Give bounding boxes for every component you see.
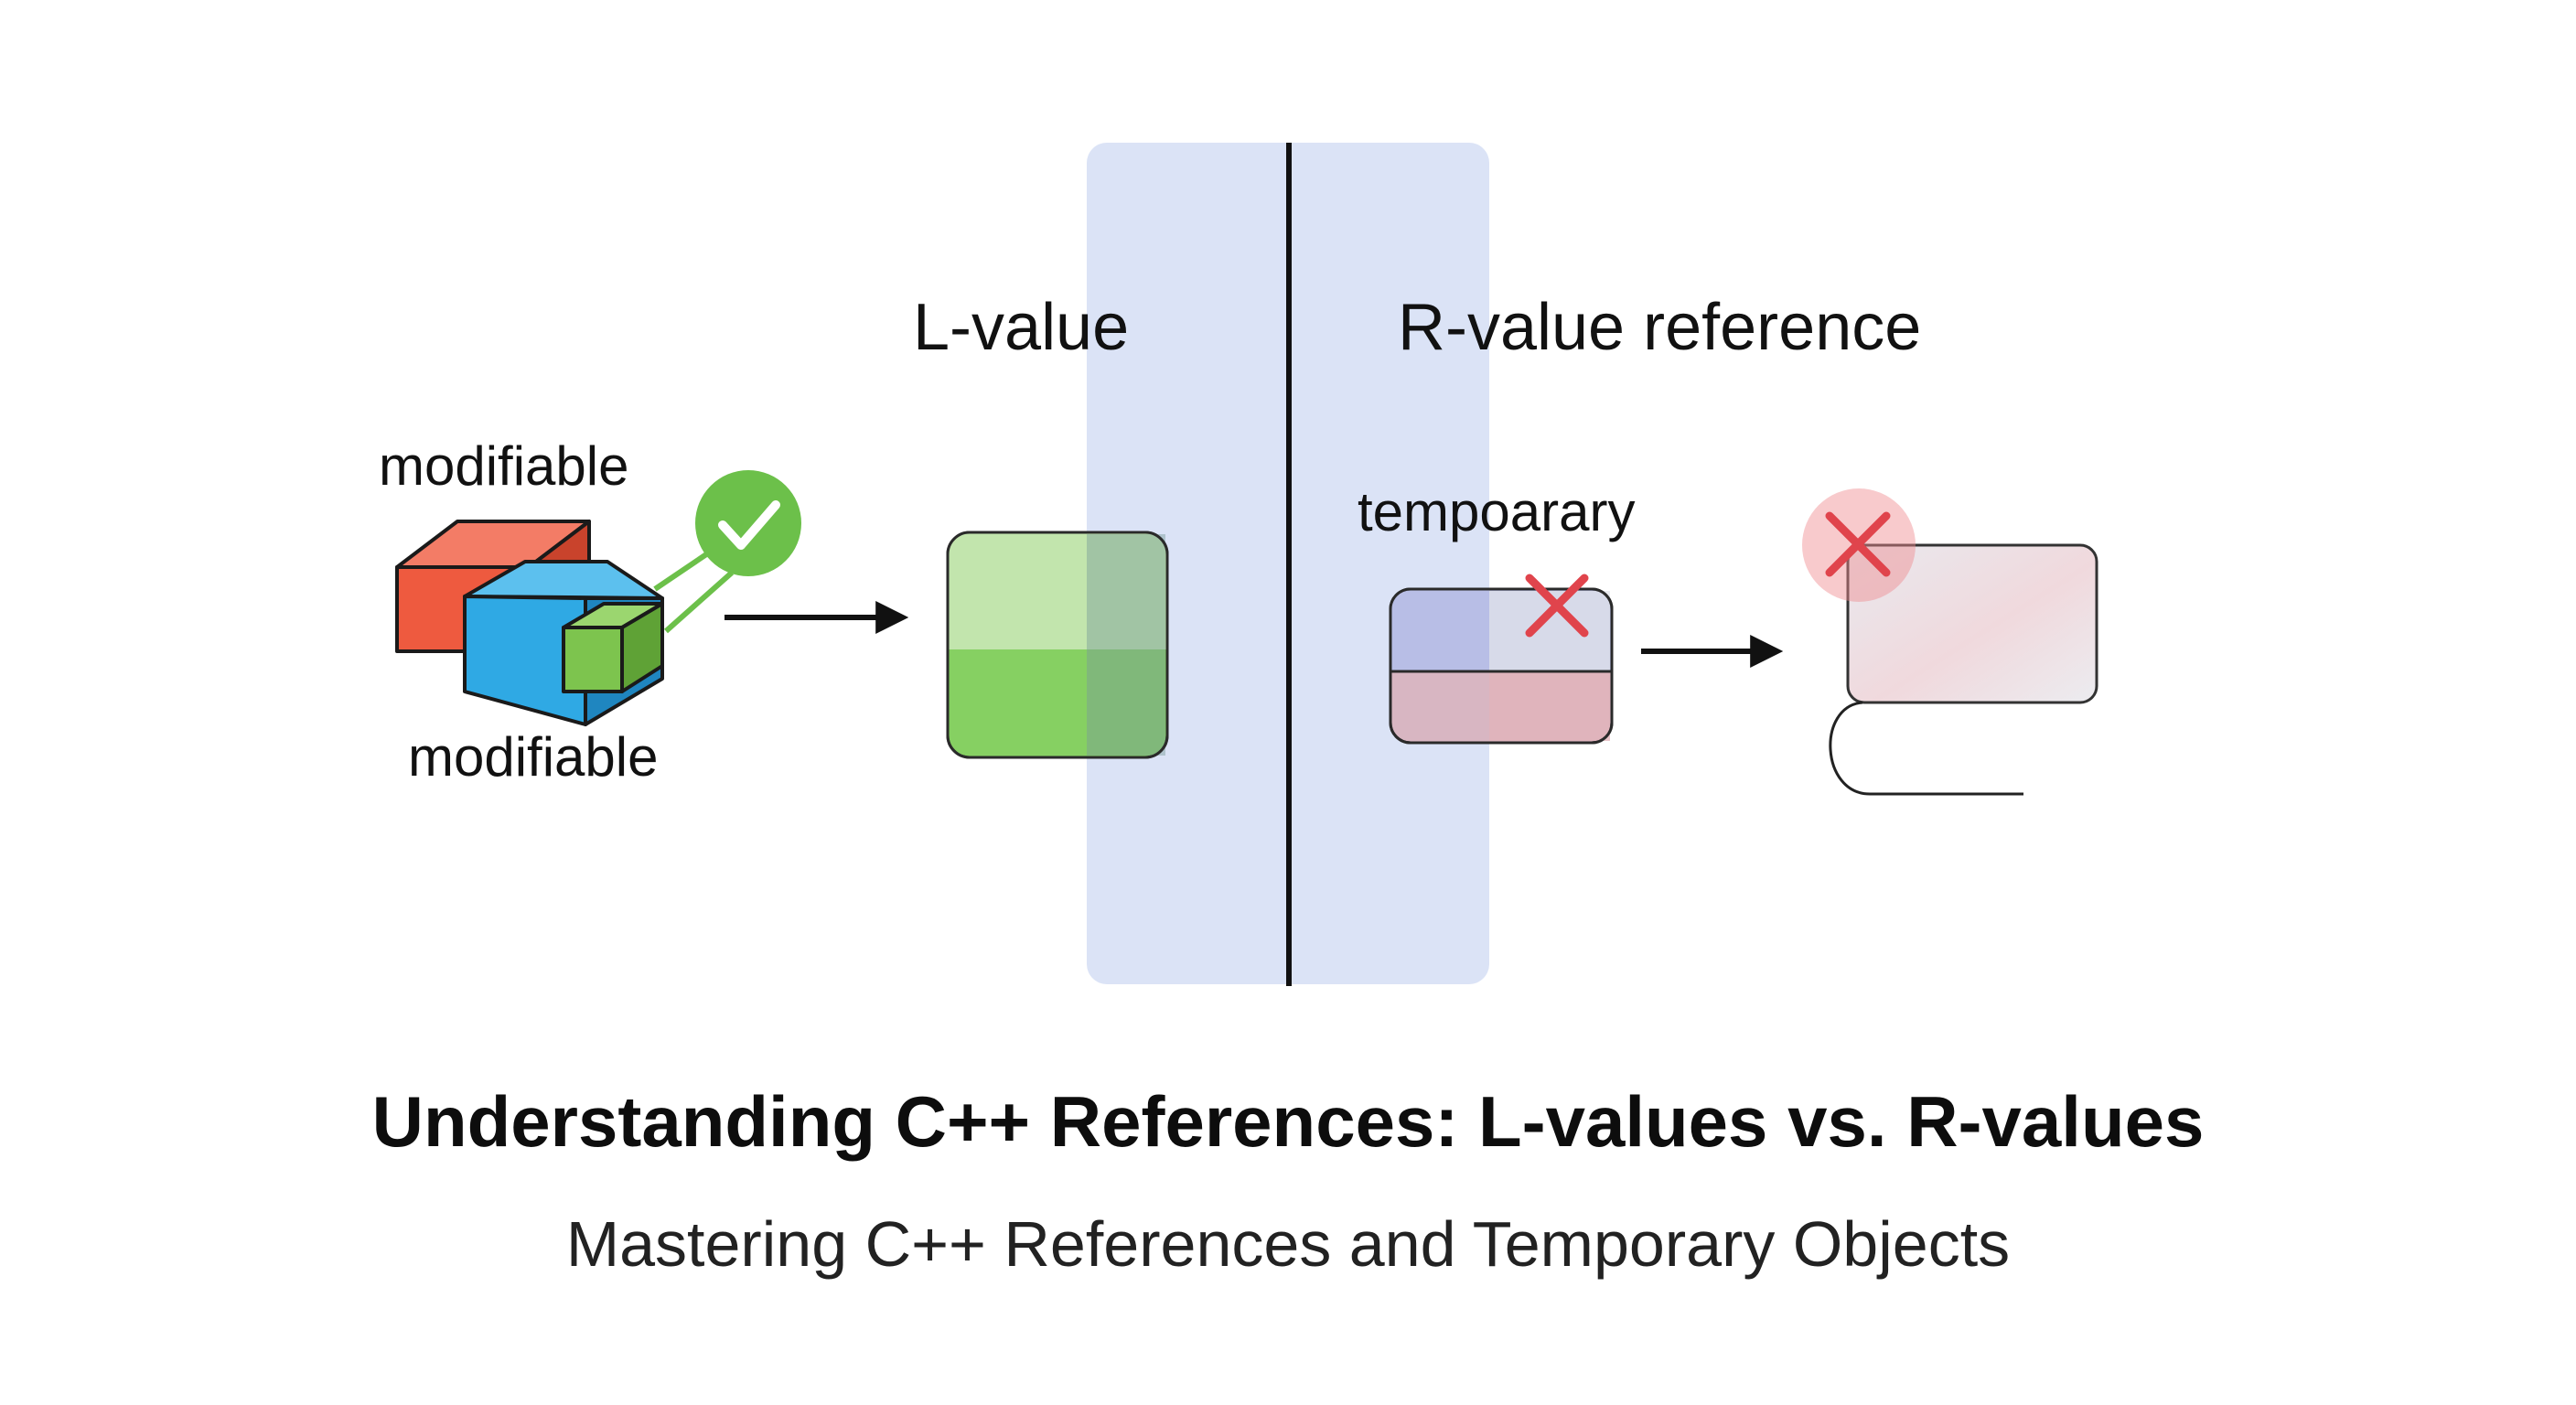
check-icon — [695, 470, 801, 576]
cross-icon — [1802, 488, 1916, 602]
page-title: Understanding C++ References: L-values v… — [371, 1081, 2205, 1162]
modifiable-label-top: modifiable — [379, 435, 629, 497]
temporary-label: tempoarary — [1358, 481, 1636, 542]
cross-icon — [1525, 574, 1589, 638]
dangling-box — [1829, 543, 2098, 796]
lvalue-heading: L-value — [913, 291, 1130, 364]
cube-stack-icon — [395, 520, 664, 726]
rvalue-heading: R-value reference — [1398, 291, 1922, 364]
temporary-box — [1389, 587, 1614, 745]
lvalue-box — [946, 531, 1169, 759]
page-subtitle: Mastering C++ References and Temporary O… — [565, 1208, 2011, 1280]
link-line — [664, 570, 734, 634]
modifiable-label-bottom: modifiable — [408, 726, 659, 788]
